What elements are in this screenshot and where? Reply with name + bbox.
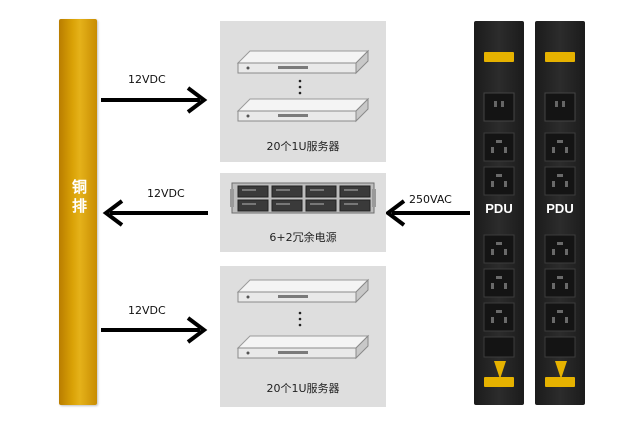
label-middle-dc: 12VDC [147, 187, 185, 200]
arrow-bottom-dc [101, 316, 208, 344]
busbar-label: 铜排 [70, 179, 87, 217]
arrow-top-dc [101, 86, 208, 114]
label-top-dc: 12VDC [128, 73, 166, 86]
server-group-top: 20个1U服务器 [220, 21, 386, 162]
arrow-middle-dc [102, 199, 208, 227]
server-illustration-bottom [236, 278, 370, 360]
pdu-top-tag [545, 52, 575, 62]
copper-busbar: 铜排 [59, 19, 97, 405]
pdu-2-label: PDU [546, 201, 574, 216]
pdu-strip-2: PDU [535, 21, 585, 405]
server-group-top-label: 20个1U服务器 [266, 140, 340, 153]
psu-group-label: 6+2冗余电源 [269, 231, 337, 244]
psu-illustration [230, 182, 376, 214]
redundant-psu-group: 6+2冗余电源 [220, 173, 386, 252]
pdu-top-tag [484, 52, 514, 62]
label-ac: 250VAC [409, 193, 452, 206]
label-bottom-dc: 12VDC [128, 304, 166, 317]
server-group-bottom: 20个1U服务器 [220, 266, 386, 407]
server-group-bottom-label: 20个1U服务器 [266, 382, 340, 395]
pdu-bottom-tag [545, 377, 575, 387]
arrow-ac [384, 199, 470, 227]
server-illustration-top [236, 49, 370, 123]
pdu-1-label: PDU [485, 201, 513, 216]
pdu-sockets [483, 92, 515, 379]
pdu-strip-1: PDU [474, 21, 524, 405]
pdu-sockets [544, 92, 576, 379]
pdu-bottom-tag [484, 377, 514, 387]
